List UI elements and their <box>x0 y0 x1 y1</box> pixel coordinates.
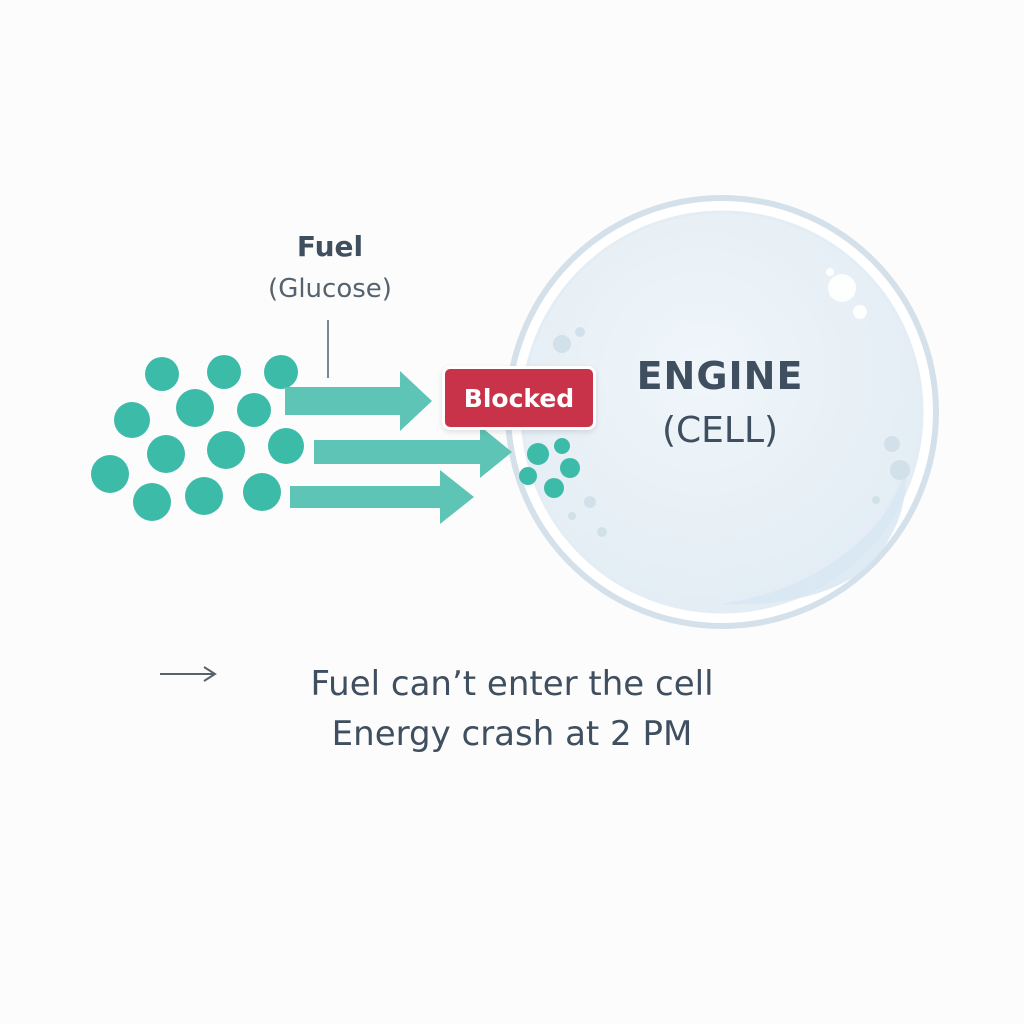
caption-line-1: Fuel can’t enter the cell <box>150 664 874 704</box>
caption-line-2: Energy crash at 2 PM <box>331 714 693 754</box>
arrow-1 <box>285 371 432 431</box>
engine-label: ENGINE <box>636 354 804 398</box>
right-arrow-icon <box>160 666 217 682</box>
fuel-arrows <box>285 371 512 524</box>
fuel-label: Fuel <box>296 230 364 263</box>
cell-circle <box>505 195 939 629</box>
blocked-label: Blocked <box>463 383 575 413</box>
arrow-2 <box>314 426 512 478</box>
arrow-3 <box>290 470 474 524</box>
cell-label: (CELL) <box>661 410 779 451</box>
glucose-label: (Glucose) <box>268 274 392 304</box>
glucose-molecules <box>91 355 304 521</box>
caption-line-1-text: Fuel can’t enter the cell <box>310 664 714 704</box>
blocked-molecules <box>519 438 580 498</box>
blocked-badge: Blocked <box>442 366 596 430</box>
